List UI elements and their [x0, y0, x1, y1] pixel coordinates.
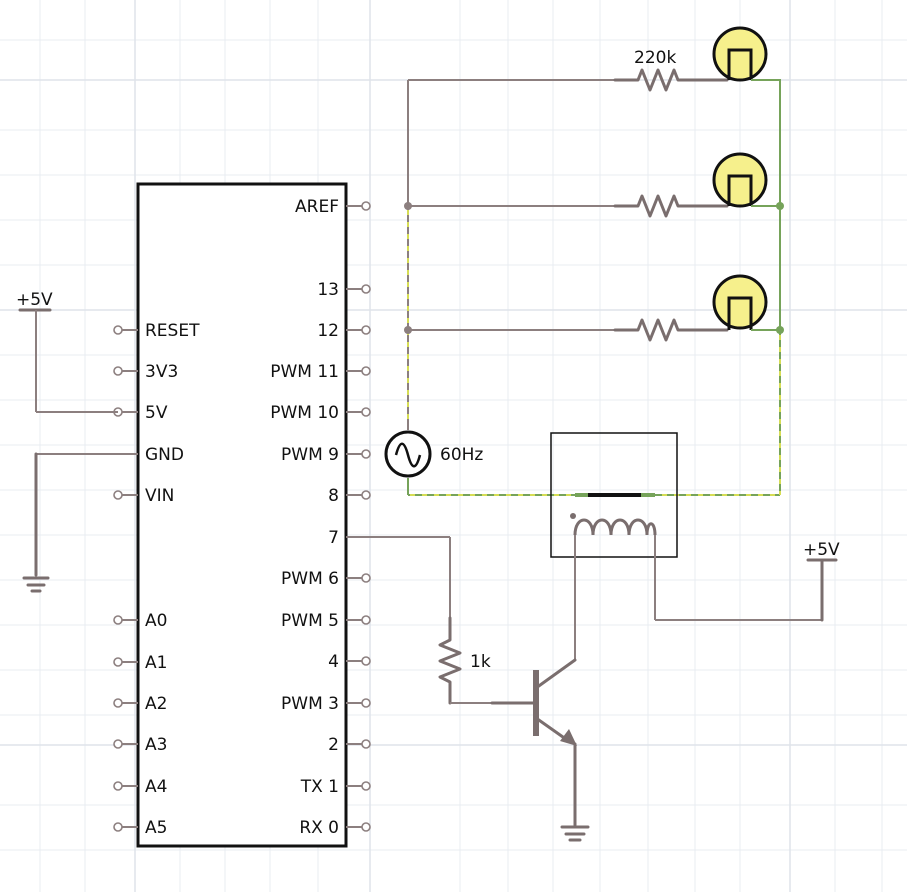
- pin-label-pwm11: PWM 11: [270, 362, 339, 382]
- pin-label-a0: A0: [145, 611, 167, 631]
- right-supply: +5V: [803, 540, 840, 622]
- pin-label-rx0: RX 0: [299, 818, 339, 838]
- led-resistor-label: 220k: [634, 48, 676, 68]
- left-ground: [22, 452, 118, 593]
- pin-label-4: 4: [328, 652, 339, 672]
- pin-label-5v: 5V: [145, 403, 168, 423]
- lamp-3: [712, 274, 784, 495]
- pin-label-aref: AREF: [295, 197, 339, 217]
- right-supply-label: +5V: [803, 540, 840, 560]
- pin-label-a3: A3: [145, 735, 167, 755]
- pin-label-pwm3: PWM 3: [281, 694, 339, 714]
- led-resistor-1: 220k: [613, 48, 729, 92]
- pin-label-a1: A1: [145, 653, 167, 673]
- pin-label-12: 12: [317, 321, 339, 341]
- ac-source-label: 60Hz: [440, 445, 483, 465]
- pin-label-gnd: GND: [145, 445, 184, 465]
- pin-label-13: 13: [317, 280, 339, 300]
- pin-label-a4: A4: [145, 777, 167, 797]
- pin-label-pwm6: PWM 6: [281, 569, 339, 589]
- base-resistor-label: 1k: [470, 652, 491, 672]
- pin-label-tx1: TX 1: [300, 777, 339, 797]
- left-supply: +5V: [16, 290, 118, 413]
- pin-label-pwm10: PWM 10: [270, 403, 339, 423]
- pin-label-reset: RESET: [145, 321, 200, 341]
- pin-label-pwm9: PWM 9: [281, 445, 339, 465]
- left-supply-label: +5V: [16, 290, 53, 310]
- ac-source: 60Hz: [384, 430, 483, 478]
- base-circuit: 1k: [366, 536, 492, 705]
- lamp-2: [712, 152, 784, 330]
- lamp-1: [712, 26, 781, 206]
- pin-label-a5: A5: [145, 818, 167, 838]
- pin-label-7: 7: [328, 528, 339, 548]
- pin-label-vin: VIN: [145, 486, 174, 506]
- relay: [550, 432, 822, 660]
- led-resistor-3: [613, 318, 729, 342]
- pin-label-pwm5: PWM 5: [281, 611, 339, 631]
- pin-label-2: 2: [328, 735, 339, 755]
- pin-label-a2: A2: [145, 694, 167, 714]
- left-pin-group: RESET 3V3 5V GND VIN A0 A1 A2 A3 A4 A5: [113, 321, 200, 838]
- pin-label-8: 8: [328, 486, 339, 506]
- pin-label-3v3: 3V3: [145, 362, 178, 382]
- arduino-board: [136, 182, 348, 848]
- npn-transistor: [490, 658, 590, 842]
- right-pin-group: AREF 13 12 PWM 11 PWM 10 PWM 9 8 7 PWM 6…: [270, 197, 371, 838]
- led-resistor-2: [613, 194, 729, 218]
